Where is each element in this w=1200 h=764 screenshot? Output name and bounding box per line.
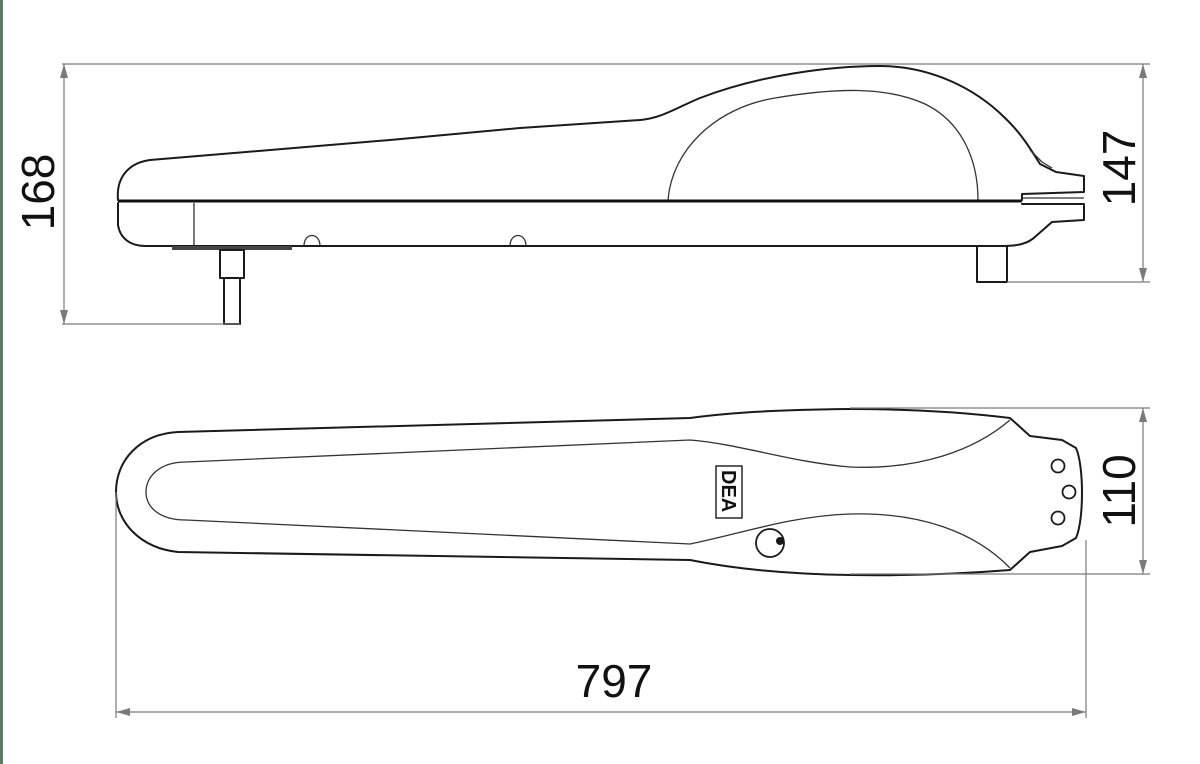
- top-view-knob: [755, 528, 785, 558]
- left-edge-band: [0, 0, 3, 764]
- side-view-screw-bump-2: [509, 234, 527, 247]
- side-view-rear-pin-collar: [219, 249, 245, 279]
- side-view-dome: [667, 89, 979, 201]
- brand-logo: DEA: [715, 465, 743, 519]
- dimension-110-arrow-top: [1139, 408, 1147, 422]
- side-view-front-foot: [976, 245, 1008, 283]
- top-view-hole-1: [1050, 458, 1066, 474]
- dimension-147-arrow-bottom: [1139, 268, 1147, 282]
- top-view-hole-2: [1061, 484, 1077, 500]
- side-view-lower-body: [117, 202, 1085, 247]
- top-view-inner-outline-lower: [185, 513, 1011, 569]
- dimension-797-arrow-right: [1072, 708, 1086, 716]
- side-view-screw-bump-1: [303, 234, 321, 247]
- side-view-base-hatch: [172, 246, 292, 250]
- dimension-110-label: 110: [1093, 454, 1145, 527]
- dimension-797-label: 797: [576, 655, 653, 707]
- dimension-168: 168: [12, 63, 1150, 325]
- side-view-rear-pin-shaft: [223, 277, 241, 325]
- dimension-147: 147: [1007, 64, 1150, 283]
- top-view-hole-3: [1050, 510, 1066, 526]
- dimension-797-arrow-left: [116, 708, 130, 716]
- dimension-110: 110: [850, 407, 1150, 575]
- dimension-147-label: 147: [1093, 130, 1145, 207]
- brand-logo-frame: [715, 465, 743, 519]
- dimension-168-arrow-top: [60, 64, 68, 78]
- dimension-168-label: 168: [12, 154, 64, 231]
- top-view-outer-outline: [115, 408, 1083, 577]
- dimension-110-arrow-bottom: [1139, 560, 1147, 574]
- side-view: [116, 65, 1085, 325]
- side-view-nose-detail: [1029, 149, 1053, 169]
- top-view-inner-outline: [185, 419, 1011, 468]
- dimension-168-arrow-bottom: [60, 310, 68, 324]
- top-view-inner-nose: [145, 461, 187, 521]
- dimension-147-arrow-top: [1139, 64, 1147, 78]
- top-view-knob-dot: [776, 537, 784, 545]
- side-view-housing: [116, 65, 1085, 201]
- brand-logo-text: DEA: [717, 470, 739, 512]
- dimension-797: 797: [115, 492, 1087, 718]
- top-view: DEA: [115, 408, 1083, 577]
